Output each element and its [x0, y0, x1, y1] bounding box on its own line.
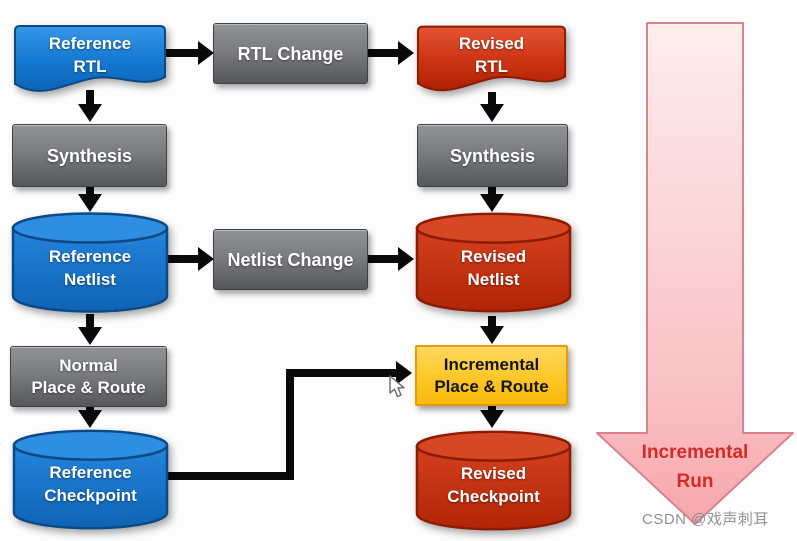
node-label: Incremental [443, 354, 540, 374]
node-label: Revised [458, 34, 525, 53]
edge-revrtl-to-synthesis [480, 92, 504, 122]
cylinder-shape-icon [11, 212, 169, 313]
edge-normalpr-to-refcheckpoint [78, 406, 102, 428]
node-label: Reference [48, 34, 132, 53]
node-label: Netlist [467, 270, 520, 289]
node-label: Netlist [64, 270, 116, 289]
node-rtl-change: RTL Change [213, 23, 368, 84]
cylinder-shape-icon [415, 212, 572, 313]
node-label: Normal [59, 355, 118, 375]
cylinder-shape-icon [415, 430, 572, 531]
edge-refrtl-to-synthesis [78, 90, 102, 122]
node-label: Synthesis [449, 145, 536, 166]
edge-refcheckpoint-to-incrpr-elbow [168, 361, 412, 480]
node-revised-rtl: Revised RTL [415, 23, 568, 96]
node-label: Synthesis [46, 145, 133, 166]
edge-incrpr-to-revcheckpoint [480, 404, 504, 428]
node-label: RTL [474, 57, 509, 76]
node-reference-rtl: Reference RTL [12, 23, 168, 96]
edge-refnetlist-to-normalpr [78, 314, 102, 345]
node-label: Reference [49, 463, 132, 482]
incremental-run-label: Incremental Run [597, 438, 793, 496]
node-label: Reference [48, 247, 132, 266]
incremental-run-line1: Incremental [641, 442, 749, 463]
node-label: Place & Route [434, 376, 549, 396]
node-incremental-place-route: Incremental Place & Route [415, 345, 568, 406]
edge-revnetlist-to-incrpr [480, 316, 504, 344]
edge-synthesisR-to-revnetlist [480, 186, 504, 212]
node-revised-checkpoint: Revised Checkpoint [414, 428, 573, 534]
node-reference-netlist: Reference Netlist [10, 211, 170, 315]
node-label: RTL Change [237, 43, 344, 64]
document-shape-icon [416, 25, 567, 92]
incremental-run-line2: Run [676, 471, 714, 492]
edge-rtlchange-to-revrtl [364, 41, 414, 65]
node-revised-netlist: Revised Netlist [414, 211, 573, 315]
node-netlist-change: Netlist Change [213, 229, 368, 290]
incremental-run-arrow [596, 22, 794, 525]
edge-netlistchange-to-revnetlist [365, 247, 414, 271]
node-reference-checkpoint: Reference Checkpoint [11, 427, 170, 533]
node-label: Revised [460, 464, 527, 483]
node-label: Place & Route [31, 377, 146, 397]
node-normal-place-route: Normal Place & Route [10, 346, 167, 407]
node-synthesis-left: Synthesis [12, 124, 167, 187]
edge-refnetlist-to-netlistchange [167, 247, 214, 271]
node-label: Netlist Change [227, 249, 354, 270]
edge-synthesisL-to-refnetlist [78, 186, 102, 212]
node-label: RTL [73, 57, 107, 76]
node-label: Checkpoint [44, 486, 137, 505]
node-label: Revised [460, 247, 527, 266]
cylinder-shape-icon [12, 429, 169, 530]
mouse-cursor-icon [389, 375, 405, 398]
node-label: Checkpoint [447, 487, 540, 506]
watermark-text: CSDN @戏声刺耳 [642, 511, 769, 528]
document-shape-icon [14, 25, 166, 92]
node-synthesis-right: Synthesis [417, 124, 568, 187]
edge-refrtl-to-rtlchange [166, 41, 214, 65]
